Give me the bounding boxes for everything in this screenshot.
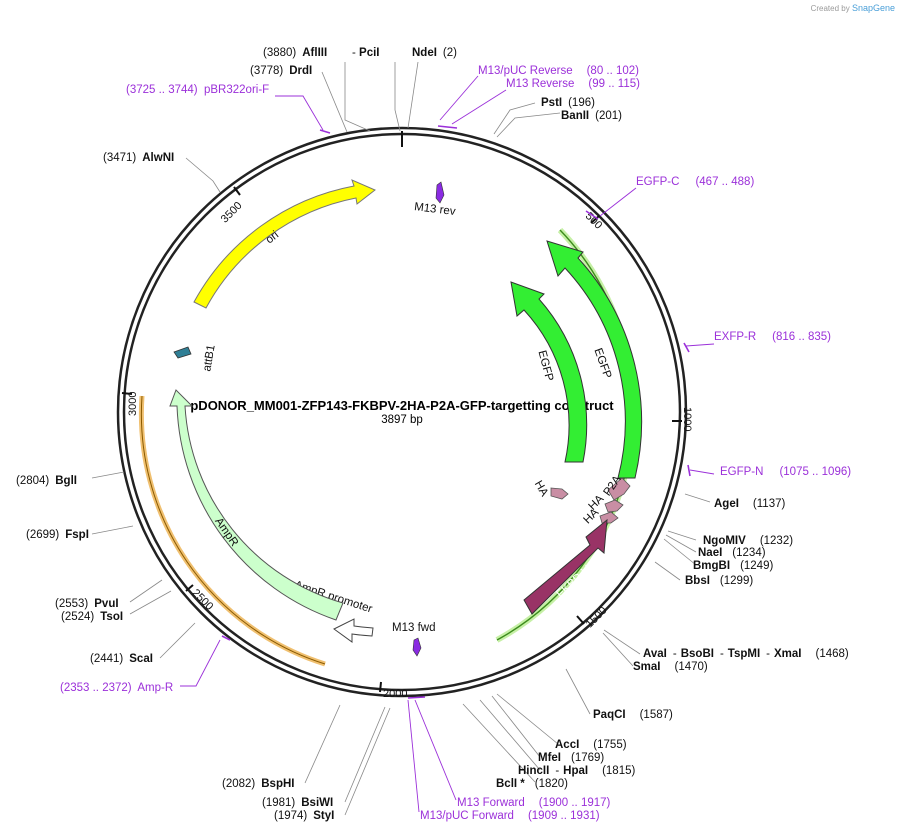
primer-leader-lines	[180, 75, 715, 813]
primer-pbr322ori-f: (3725 .. 3744) pBR322ori-F	[126, 84, 269, 96]
ori-arrow	[193, 179, 376, 309]
tick-label-500: 500	[583, 210, 604, 231]
amp-r-primer-line	[140, 395, 326, 665]
ampr-label: AmpR	[212, 516, 240, 549]
leader-lines	[91, 61, 711, 816]
primer-m13-puc-reverse: M13/pUC Reverse(80 .. 102)	[478, 65, 639, 77]
tick-label-3500: 3500	[219, 200, 245, 226]
p2a-arrow	[607, 477, 631, 501]
attB1-arrow	[173, 346, 192, 359]
ha-arrow-1	[550, 487, 569, 500]
tick-mark-1500	[576, 615, 585, 625]
site-bglI: (2804)BglI	[16, 475, 77, 487]
site-avaI-group: AvaI-BsoBI-TspMI-XmaI(1468)	[643, 648, 849, 660]
ampr-promoter-arrow	[333, 618, 374, 643]
primer-m13-puc-forward: M13/pUC Forward(1909 .. 1931)	[420, 810, 600, 822]
tick-mark-500	[590, 215, 600, 224]
attB1-label: attB1	[201, 344, 217, 373]
plasmid-size: 3897 bp	[381, 414, 423, 426]
tick-mark-3500	[233, 186, 241, 196]
ha-arrow-2	[604, 499, 624, 513]
site-bbsI: BbsI(1299)	[685, 575, 753, 587]
site-alwNI: (3471)AlwNI	[103, 152, 174, 164]
tick-mark-2500	[185, 584, 194, 592]
primer-amp-r: (2353 .. 2372) Amp-R	[60, 682, 173, 694]
tick-mark-2000	[379, 681, 382, 693]
site-naeI: NaeI(1234)	[698, 547, 766, 559]
egfp-outer-label: EGFP	[591, 347, 613, 381]
fkbp-v-arrow	[523, 518, 608, 615]
ampr-arrow	[169, 389, 344, 621]
site-bspHI: (2082)BspHI	[222, 778, 294, 790]
site-bsiWI: (1981)BsiWI	[262, 797, 333, 809]
site-ndeI: NdeI(2)	[412, 47, 457, 59]
site-styI: (1974)StyI	[274, 810, 334, 822]
site-paqCI: PaqCI(1587)	[593, 709, 673, 721]
ha-label-1: HA	[532, 479, 551, 499]
egfp-inner-label: EGFP	[535, 349, 555, 383]
snapgene-logo: SnapGene	[851, 3, 895, 13]
ha-arrow-3	[599, 511, 619, 524]
tick-label-3000: 3000	[127, 392, 139, 416]
site-bclI: BclI *(1820)	[496, 778, 568, 790]
tick-label-1000: 1000	[681, 407, 693, 431]
site-scaI: (2441)ScaI	[90, 653, 153, 665]
site-banII: BanII(201)	[561, 110, 622, 122]
primer-egfp-n: EGFP-N(1075 .. 1096)	[720, 466, 851, 478]
primer-egfp-c: EGFP-C(467 .. 488)	[636, 176, 754, 188]
tick-label-2000: 2000	[383, 688, 407, 700]
snapgene-credit: Created by SnapGene	[811, 3, 895, 13]
site-hincII-hpaI: HincII-HpaI(1815)	[518, 765, 635, 777]
site-fspI: (2699)FspI	[26, 529, 89, 541]
site-smaI: SmaI(1470)	[633, 661, 708, 673]
m13-fwd-label: M13 fwd	[392, 622, 435, 634]
primer-binding-marks	[221, 125, 691, 699]
backbone-outer	[116, 126, 688, 698]
site-aflIII: (3880)AflIII	[263, 47, 327, 59]
site-bmgBI: BmgBI(1249)	[693, 560, 773, 572]
site-pvuI: (2553)PvuI	[55, 598, 119, 610]
site-accI: AccI(1755)	[555, 739, 627, 751]
site-ngoMIV: NgoMIV(1232)	[703, 535, 793, 547]
m13-rev-arrow	[435, 181, 445, 204]
site-pstI: PstI(196)	[541, 97, 595, 109]
egfp-outer-arrow	[546, 240, 643, 479]
site-drdI: (3778)DrdI	[250, 65, 312, 77]
egfp-inner-arrow	[510, 281, 588, 463]
primer-exfp-r: EXFP-R(816 .. 835)	[714, 331, 831, 343]
site-mfeI: MfeI(1769)	[538, 752, 604, 764]
plasmid-name: pDONOR_MM001-ZFP143-FKBPV-2HA-P2A-GFP-ta…	[190, 398, 614, 413]
credit-prefix: Created by	[810, 4, 850, 13]
site-ageI: AgeI(1137)	[714, 498, 785, 510]
m13-fwd-arrow	[412, 637, 422, 657]
site-pciI: - PciI	[352, 47, 380, 59]
site-tsoI: (2524)TsoI	[61, 611, 123, 623]
m13-rev-label: M13 rev	[413, 201, 456, 218]
primer-m13-reverse: M13 Reverse(99 .. 115)	[506, 78, 640, 90]
ha-label-3: HA	[582, 506, 602, 526]
tick-mark-3000	[121, 392, 133, 395]
primer-m13-forward: M13 Forward(1900 .. 1917)	[457, 797, 611, 809]
